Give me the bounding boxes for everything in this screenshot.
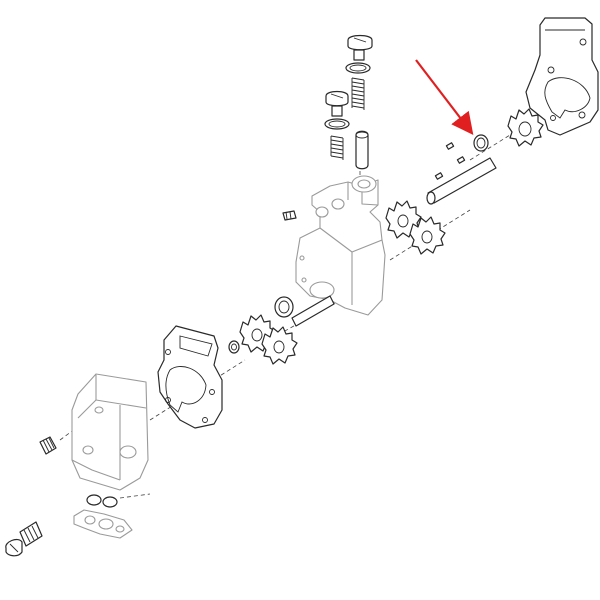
- drive-gear-right: [409, 216, 446, 255]
- lower-spring: [330, 135, 344, 160]
- key-pins: [434, 142, 466, 180]
- small-washer-left: [228, 340, 240, 354]
- valve-plunger: [355, 130, 369, 170]
- small-plug: [282, 210, 297, 221]
- drive-shaft: [426, 157, 497, 205]
- drive-gear-upper: [507, 108, 544, 147]
- drive-gear-left: [261, 326, 298, 365]
- thrust-washer: [274, 296, 294, 318]
- lower-o-ring: [324, 118, 350, 130]
- pump-body: [295, 175, 386, 316]
- bottom-o-rings: [86, 493, 151, 508]
- front-housing: [71, 373, 149, 491]
- banjo-bolt: [5, 521, 43, 557]
- lower-adjust-screw: [325, 90, 349, 117]
- upper-adjust-screw: [347, 34, 373, 61]
- inlet-fitting: [39, 436, 57, 455]
- highlight-arrow: [415, 59, 474, 135]
- rear-cover-plate: [525, 17, 599, 136]
- front-gasket: [157, 325, 223, 429]
- idler-shaft: [291, 295, 335, 327]
- outlet-flange: [73, 509, 133, 539]
- upper-o-ring: [345, 62, 371, 74]
- upper-spring: [351, 77, 365, 110]
- retaining-ring: [473, 134, 489, 152]
